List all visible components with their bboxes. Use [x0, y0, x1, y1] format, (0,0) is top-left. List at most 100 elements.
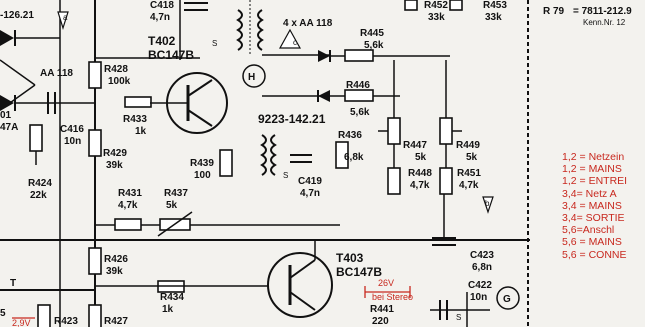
label-r429-name: R429: [103, 148, 127, 159]
label-point-a: a: [63, 13, 68, 22]
label-r424-name: R424: [28, 178, 52, 189]
label-r431-value: 4,7k: [118, 200, 138, 211]
label-bottom-left-t: T: [10, 278, 16, 289]
label-r434-name: R434: [160, 292, 184, 303]
label-r434-value: 1k: [162, 304, 174, 315]
label-c422-value: 10n: [470, 292, 487, 303]
label-r446-value: 5,6k: [350, 107, 370, 118]
resistor-r433: [124, 96, 152, 108]
t403-emitter: [289, 291, 316, 311]
label-r447-value: 5k: [415, 152, 427, 163]
label-r452-name: R452: [424, 0, 448, 11]
label-c422-pin: S: [456, 313, 461, 322]
label-r453-value: 33k: [485, 12, 502, 23]
label-point-b: b: [485, 199, 490, 208]
wire-diag-1: [0, 59, 36, 86]
label-aa118-left: AA 118: [40, 68, 73, 79]
label-voltage-small: 2,9V: [12, 318, 31, 327]
label-bottom-left-5: 5: [0, 308, 6, 319]
legend-line: 5,6 = CONNE: [562, 248, 627, 261]
label-r428-name: R428: [104, 64, 128, 75]
label-c416-name: C416: [60, 124, 84, 135]
label-part-number: = 7811-212.9: [573, 6, 632, 17]
label-stereo-voltage: 26V: [378, 278, 394, 288]
label-r423: R423: [54, 316, 78, 327]
label-t402-pin: S: [212, 39, 217, 48]
transistor-t403: [267, 252, 333, 318]
resistor-r445: [344, 49, 374, 62]
label-r449-name: R449: [456, 140, 480, 151]
label-r446-name: R446: [346, 80, 370, 91]
label-r436-value: 6,8k: [344, 152, 364, 163]
label-c418-name: C418: [150, 0, 174, 11]
legend-line: 3,4= Netz A: [562, 187, 617, 200]
resistor-r446: [344, 89, 374, 102]
label-r452-value: 33k: [428, 12, 445, 23]
label-c423-name: C423: [470, 250, 494, 261]
label-r426-name: R426: [104, 254, 128, 265]
test-point-c: [278, 28, 302, 49]
r437-variable-arrow: [157, 211, 193, 237]
coil-lower-2: [270, 134, 277, 176]
label-r447-name: R447: [403, 140, 427, 151]
label-part-ref: R 79: [543, 6, 565, 17]
label-t402-name: T402: [148, 34, 176, 48]
label-r448-value: 4,7k: [410, 180, 430, 191]
diode-left: [0, 95, 14, 111]
label-r445-value: 5,6k: [364, 40, 384, 51]
potentiometer-r449: [439, 117, 453, 145]
label-r439-name: R439: [190, 158, 214, 169]
diode-bridge-1: [318, 50, 330, 62]
label-r449-value: 5k: [466, 152, 478, 163]
label-c423-value: 6,8n: [472, 262, 492, 273]
resistor-r423: [37, 304, 51, 327]
resistor-r448: [387, 167, 401, 195]
label-c419-value: 4,7n: [300, 188, 320, 199]
t403-collector: [289, 259, 316, 279]
transformer-top-coil-1: [236, 9, 243, 51]
legend-line: 5,6 = MAINS: [562, 236, 622, 249]
label-left-ref-a: 01: [0, 110, 12, 121]
label-r441-value: 220: [372, 316, 389, 327]
point-g: [496, 286, 520, 310]
resistor-r453: [449, 0, 463, 11]
resistor-r431: [114, 218, 142, 231]
label-top-left-ref: -126.21: [0, 10, 34, 21]
label-r433-value: 1k: [135, 126, 147, 137]
resistor-r427: [88, 304, 102, 327]
legend-line: 3,4= SORTIE: [562, 212, 625, 225]
resistor-r428: [88, 61, 102, 89]
resistor-r436: [335, 141, 349, 169]
label-c418-value: 4,7n: [150, 12, 170, 23]
label-coil: 9223-142.21: [258, 112, 326, 126]
label-r437-value: 5k: [166, 200, 178, 211]
label-t402-type: BC147B: [148, 48, 194, 62]
legend-line: 3,4 = MAINS: [562, 199, 622, 212]
label-r433-name: R433: [123, 114, 147, 125]
label-left-ref-b: 47A: [0, 122, 18, 133]
label-point-c: c: [293, 38, 297, 47]
coil-lower-1: [260, 134, 267, 176]
test-point-b: [482, 196, 494, 214]
label-r441-name: R441: [370, 304, 394, 315]
label-r426-value: 39k: [106, 266, 123, 277]
label-r453-name: R453: [483, 0, 507, 11]
label-r445-name: R445: [360, 28, 384, 39]
potentiometer-r447: [387, 117, 401, 145]
label-r424-value: 22k: [30, 190, 47, 201]
label-r448-name: R448: [408, 168, 432, 179]
legend-line: 1,2 = MAINS: [562, 163, 622, 176]
t402-emitter: [187, 109, 213, 127]
label-r431-name: R431: [118, 188, 142, 199]
resistor-r439: [219, 149, 233, 177]
t402-collector: [187, 79, 213, 97]
resistor-r452: [404, 0, 418, 11]
label-r427: R427: [104, 316, 128, 327]
label-c422-name: C422: [468, 280, 492, 291]
label-diodes-4x: 4 x AA 118: [283, 18, 333, 29]
label-r451-name: R451: [457, 168, 481, 179]
resistor-r426: [88, 247, 102, 275]
label-r439-value: 100: [194, 170, 211, 181]
label-c416-value: 10n: [64, 136, 81, 147]
